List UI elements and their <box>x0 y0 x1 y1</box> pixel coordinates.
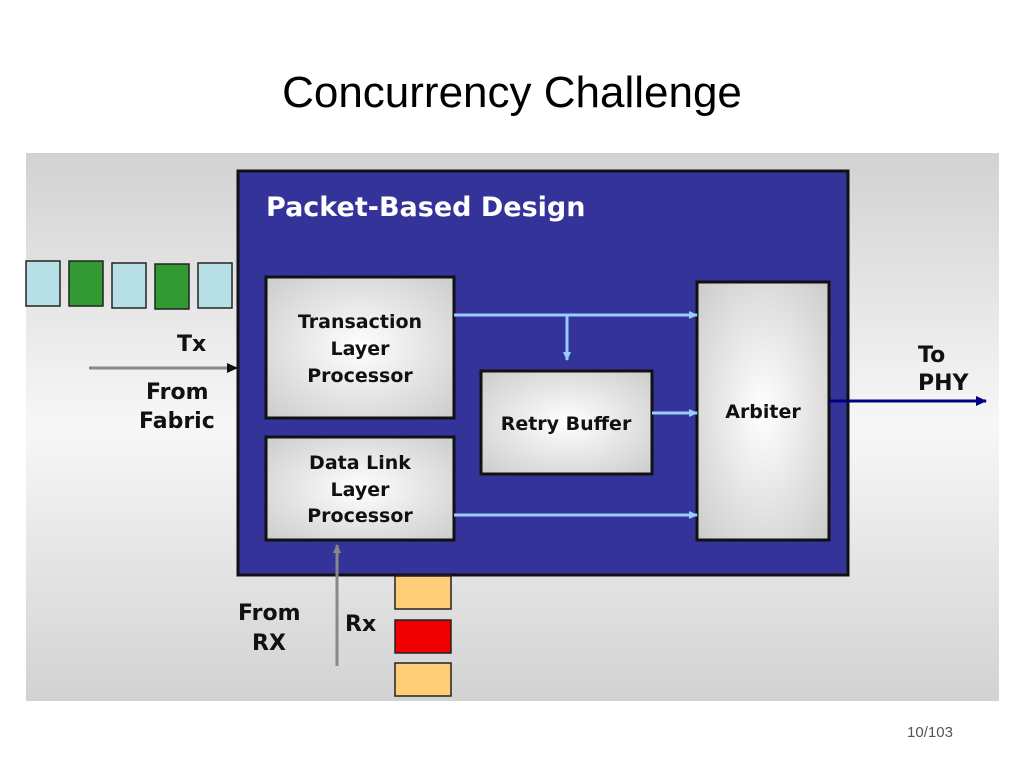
from-fabric-label-line-1: From <box>146 380 209 405</box>
tx-packet <box>111 262 147 309</box>
from-fabric-label-line-2: Fabric <box>139 409 215 434</box>
panel-title: Packet-Based Design <box>266 192 585 223</box>
from-rx-label-line-2: RX <box>252 631 286 656</box>
tx-packet <box>68 260 104 307</box>
tlp-label-line-3: Processor <box>307 365 413 387</box>
rx-packet <box>394 575 452 610</box>
to-phy-label-line-2: PHY <box>918 371 970 396</box>
arbiter-box <box>695 280 831 542</box>
arbiter-label: Arbiter <box>725 401 801 423</box>
tlp-label-line-1: Transaction <box>298 311 422 333</box>
retry-buffer-label: Retry Buffer <box>501 413 632 435</box>
slide-title: Concurrency Challenge <box>282 68 742 117</box>
tx-packet <box>25 260 61 307</box>
tlp-label-line-2: Layer <box>331 338 391 360</box>
rx-packet <box>394 662 452 697</box>
dllp-label-line-3: Processor <box>307 505 413 527</box>
dllp-label-line-1: Data Link <box>309 452 411 474</box>
page-number: 10/103 <box>907 724 953 741</box>
rx-label: Rx <box>345 612 376 637</box>
to-phy-label-line-1: To <box>918 343 945 368</box>
from-rx-label-line-1: From <box>238 601 301 626</box>
data-link-layer-processor-box <box>264 435 456 542</box>
rx-packet <box>394 619 452 654</box>
retry-buffer-box <box>479 369 654 476</box>
tx-packet <box>154 263 190 310</box>
tx-label: Tx <box>177 332 206 357</box>
dllp-label-line-2: Layer <box>331 479 391 501</box>
transaction-layer-processor-box <box>264 275 456 420</box>
tx-packet <box>197 262 233 309</box>
